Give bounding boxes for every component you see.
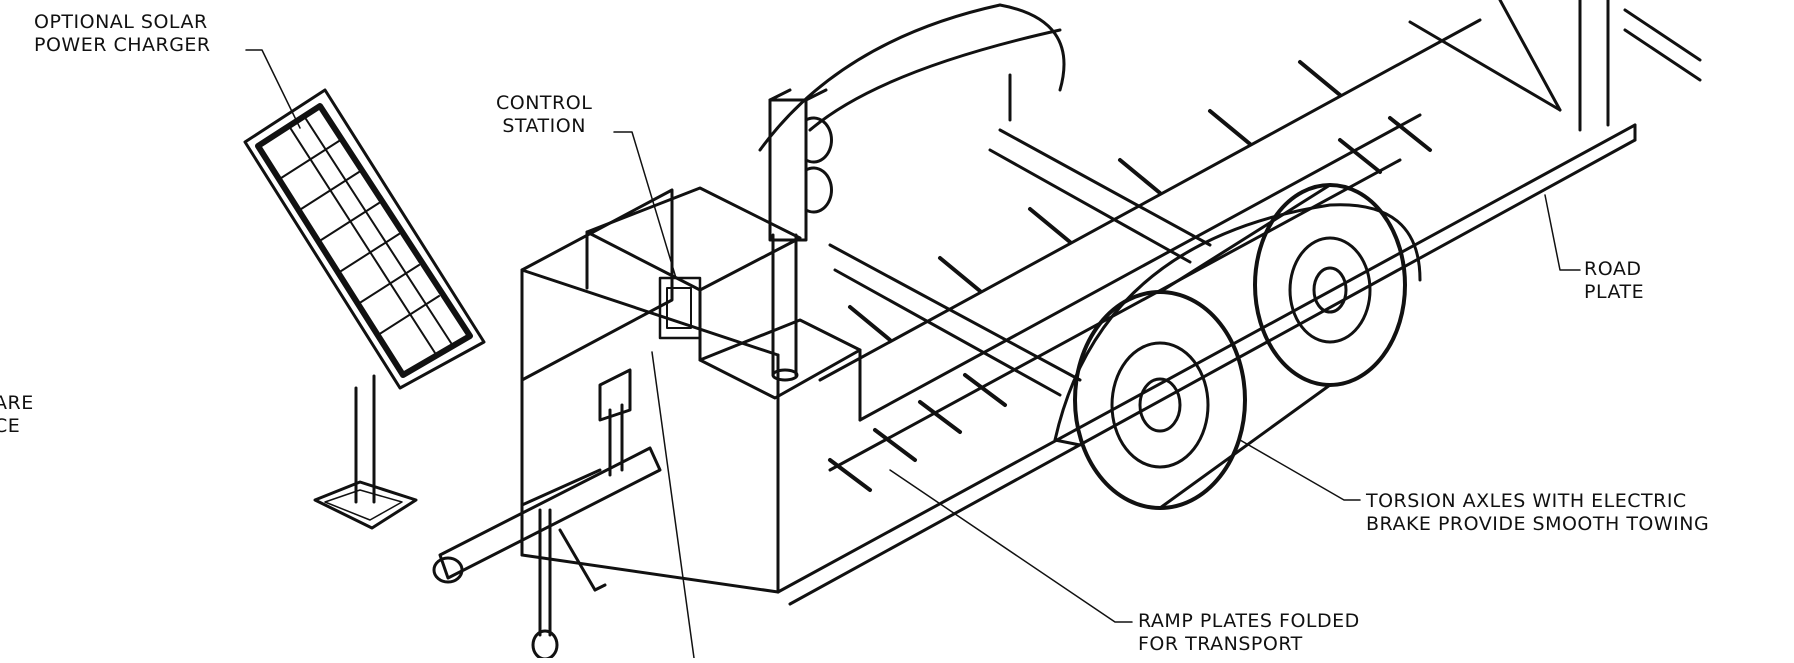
torsion-axles-label: TORSION AXLES WITH ELECTRIC BRAKE PROVID… xyxy=(1366,490,1710,535)
control-station-label: CONTROL STATION xyxy=(496,92,593,137)
solar-charger-label: OPTIONAL SOLAR POWER CHARGER xyxy=(34,11,211,56)
ramp-plates-label: RAMP PLATES FOLDED FOR TRANSPORT xyxy=(1138,610,1360,655)
partial-cut-off-label: ARE CE xyxy=(0,392,34,437)
trailer-tongue xyxy=(432,368,662,661)
callout-leaders xyxy=(245,49,1581,659)
wheels xyxy=(1053,183,1422,510)
generator-drum xyxy=(758,3,1066,152)
generator-housing xyxy=(520,186,862,594)
solar-panel xyxy=(243,88,486,530)
trailer-deck xyxy=(776,0,1702,606)
road-plate-label: ROAD PLATE xyxy=(1584,258,1645,303)
traffic-signal xyxy=(768,88,833,382)
ramp-plates xyxy=(828,60,1432,492)
